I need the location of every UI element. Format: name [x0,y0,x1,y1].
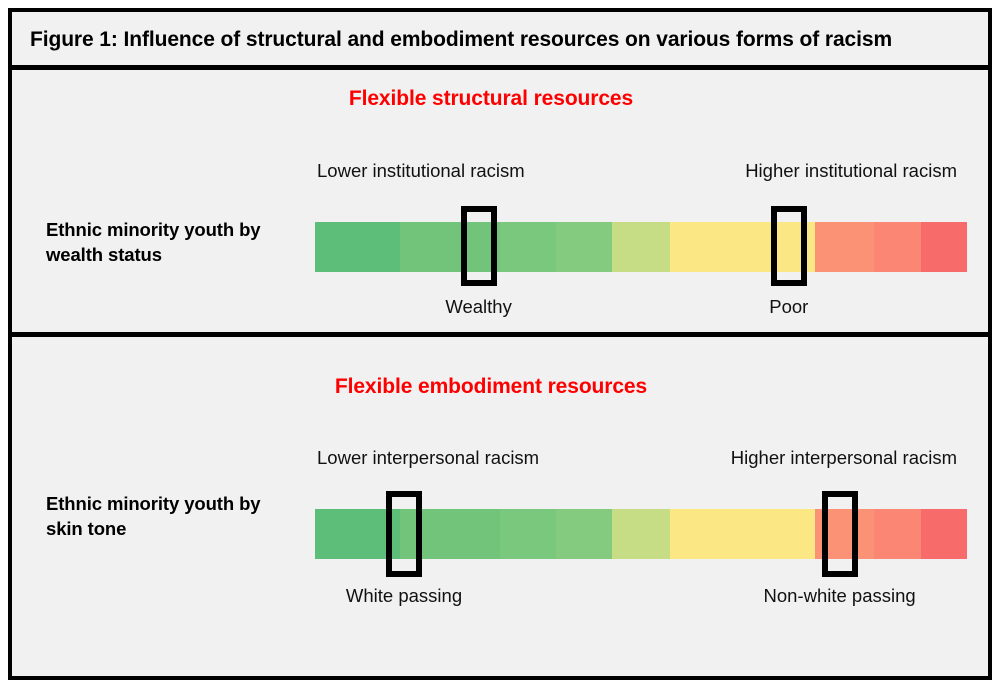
gradient-segment [499,222,556,273]
gradient-bar-structural [315,222,967,273]
row-label-wealth-status: Ethnic minority youth by wealth status [46,219,261,266]
gradient-segment [611,509,671,560]
panel-heading-embodiment: Flexible embodiment resources [334,375,648,399]
gradient-bar-embodiment [315,509,967,560]
gradient-segment [315,222,400,273]
scale-right-end-label-structural: Higher institutional racism [745,160,957,182]
marker-non-white-passing[interactable] [821,491,858,578]
figure-title-band: Figure 1: Influence of structural and em… [12,12,988,71]
row-label-skin-tone: Ethnic minority youth by skin tone [46,493,261,540]
tick-label-wealthy: Wealthy [445,296,512,318]
gradient-segment [921,222,967,273]
panel-structural: Flexible structural resources Ethnic min… [12,70,988,338]
marker-wealthy[interactable] [460,206,497,287]
gradient-segment [499,509,556,560]
gradient-segment [399,222,500,273]
gradient-segment [555,509,612,560]
gradient-segment [670,509,816,560]
gradient-segment [611,222,671,273]
gradient-segment [555,222,612,273]
panel-heading-structural: Flexible structural resources [348,87,634,111]
tick-label-non-white-passing: Non-white passing [763,585,916,607]
figure-frame: Figure 1: Influence of structural and em… [8,8,992,680]
panel-embodiment: Flexible embodiment resources Ethnic min… [12,337,988,676]
scale-left-end-label-embodiment: Lower interpersonal racism [317,447,540,469]
gradient-segment [921,509,967,560]
gradient-segment [873,222,922,273]
tick-label-white-passing: White passing [345,585,463,607]
tick-label-poor: Poor [769,296,809,318]
gradient-segment [873,509,922,560]
gradient-segment [670,222,816,273]
scale-right-end-label-embodiment: Higher interpersonal racism [730,447,957,469]
scale-left-end-label-structural: Lower institutional racism [317,160,525,182]
gradient-segment [815,222,874,273]
page-title: Figure 1: Influence of structural and em… [30,28,893,51]
marker-poor[interactable] [770,206,807,287]
marker-white-passing[interactable] [386,491,423,578]
gradient-segment [315,509,400,560]
